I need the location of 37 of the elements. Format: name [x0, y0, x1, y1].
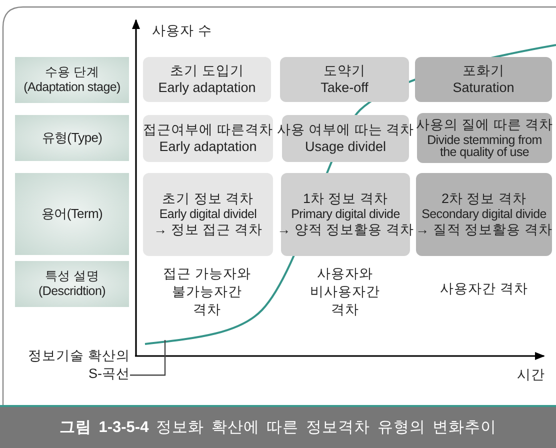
callout-text: 정보기술 확산의 S-곡선 [27, 346, 130, 383]
row-header [15, 173, 129, 255]
cell-text: 1차 정보 격차 [302, 190, 388, 207]
cell-text: Usage dividel [304, 138, 386, 155]
cell-text: Saturation [452, 80, 514, 96]
cell-text: Primary digital divide [291, 207, 400, 222]
cell-text: → 양적 정보활용 격차 [277, 222, 414, 238]
cell-text: → 질적 정보활용 격차 [416, 222, 552, 238]
cell-text: Early adaptation [159, 138, 257, 155]
caption-text: 그림 1-3-5-4 정보화 확산에 따른 정보격차 유형의 변화추이 [59, 418, 497, 438]
cell-text: → 정보 접근 격차 [154, 222, 262, 238]
header-text: 용어(Term) [41, 206, 103, 222]
description-text: 사용자와 비사용자간 격차 [309, 265, 381, 320]
axis-label: 시간 [516, 366, 545, 384]
cell-text: 도약기 [324, 63, 366, 80]
cell-text: Secondary digital divide [422, 207, 546, 222]
cell-text: Early digital dividel [159, 207, 257, 222]
cell-text: 2차 정보 격차 [441, 190, 526, 207]
row-header [15, 57, 129, 103]
description-text: 접근 가능자와 불가능자간 격차 [163, 265, 251, 320]
leader-line [130, 340, 166, 376]
cell-text: 사용의 질에 따른 격차 [416, 117, 554, 134]
header-text: 유형(Type) [42, 130, 102, 146]
header-text: 수용 단계 (Adaptation stage) [22, 65, 122, 95]
cell-text: Divide stemming from the quality of use [426, 134, 543, 159]
axis-label: 사용자 수 [152, 22, 213, 40]
cell-text: 접근여부에 따른격차 [143, 122, 273, 138]
cell-text: 포화기 [462, 63, 504, 80]
cell-text: Take-off [320, 80, 368, 96]
cell-text: Early adaptation [158, 80, 256, 96]
description-text: 사용자간 격차 [439, 280, 529, 298]
header-text: 특성 설명 (Descridtion) [38, 269, 106, 299]
cell-text: 초기 도입기 [170, 63, 244, 80]
row-header [15, 261, 129, 307]
cell-text: 사용 여부에 따는 격차 [276, 122, 414, 138]
cell-text: 초기 정보 격차 [162, 190, 254, 207]
row-header [15, 115, 129, 161]
